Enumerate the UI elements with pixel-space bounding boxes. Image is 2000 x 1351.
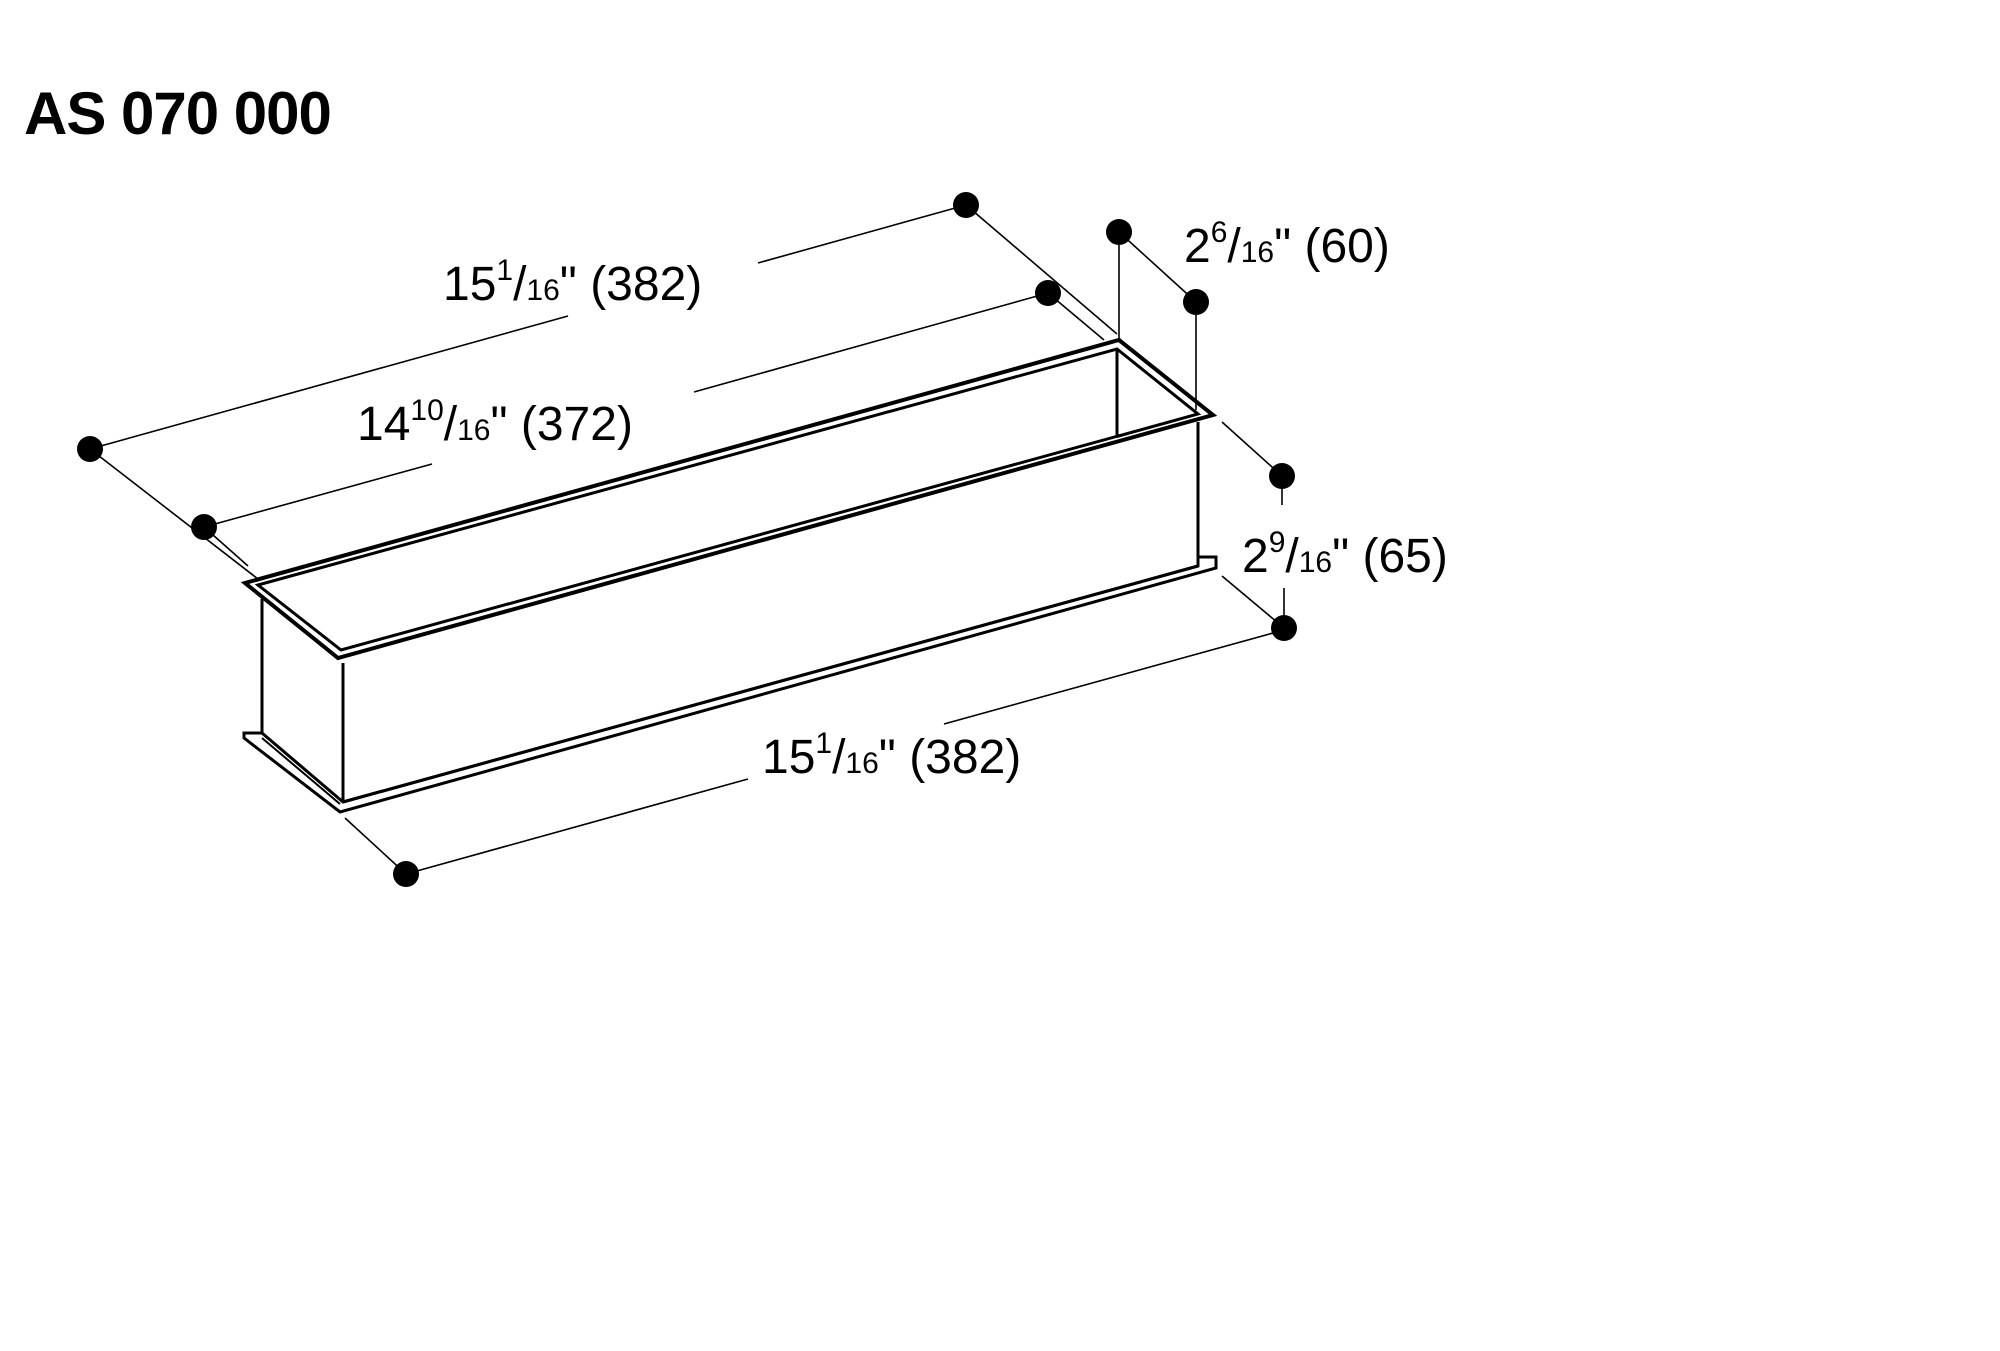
dot-inner-length-right [1035, 280, 1061, 306]
bottom-front-edge [342, 564, 1199, 804]
label-top-length: 151/16" (382) [443, 254, 702, 311]
frame-outline [240, 337, 1218, 814]
dot-top-length-right [953, 192, 979, 218]
page-title: AS 070 000 [24, 80, 332, 147]
dim-line-bottom-length-a [405, 778, 749, 875]
ext-line-top-right [965, 204, 1118, 335]
ext-line-bottom-left [344, 817, 407, 875]
label-bottom-length: 151/16" (382) [762, 727, 1021, 784]
dot-height-bottom [1271, 615, 1297, 641]
dim-line-bottom-length-b [943, 629, 1285, 725]
dim-line-top-length-b [757, 204, 967, 264]
bottom-flange-inner [261, 737, 341, 805]
ext-line-top-left [89, 448, 259, 580]
dim-line-top-length-a [89, 315, 569, 450]
label-inner-length: 1410/16" (372) [357, 394, 633, 451]
dot-depth-right [1183, 289, 1209, 315]
label-height: 29/16" (65) [1242, 526, 1448, 583]
ext-line-height-top [1221, 421, 1283, 477]
dim-line-depth [1118, 231, 1197, 303]
dim-line-inner-length-b [693, 292, 1049, 393]
inner-back-bottom [1116, 413, 1199, 438]
label-depth: 26/16" (60) [1184, 216, 1390, 273]
dot-height-top [1269, 463, 1295, 489]
dot-depth-left [1106, 219, 1132, 245]
dot-bottom-length-left [393, 861, 419, 887]
dimension-lines [89, 204, 1285, 875]
dot-inner-length-left [191, 514, 217, 540]
dimension-dots [77, 192, 1297, 887]
dot-top-length-left [77, 436, 103, 462]
outer-rim [240, 337, 1218, 661]
bottom-flange [242, 555, 1218, 814]
ext-line-height-bottom [1221, 575, 1285, 629]
dim-line-inner-length-a [203, 463, 433, 528]
